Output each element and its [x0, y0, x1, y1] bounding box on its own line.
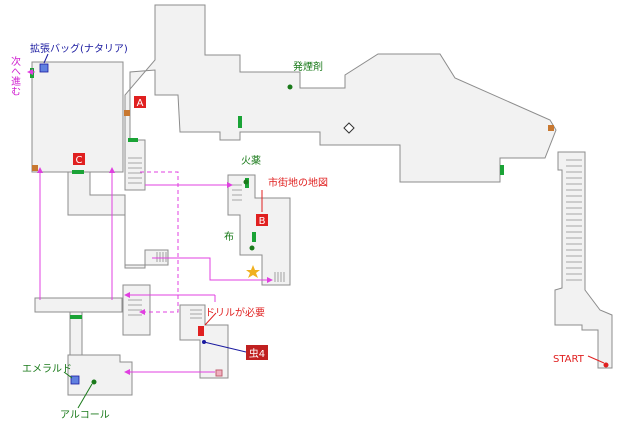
- room-north-east: [124, 4, 557, 191]
- marker-c: C: [73, 153, 85, 166]
- room-central-east: [227, 174, 291, 286]
- stairs: [128, 157, 582, 319]
- room-southwest: [67, 354, 133, 396]
- label-bag: 拡張バッグ(ナタリア): [30, 42, 128, 55]
- orange-doors: [32, 110, 554, 171]
- mushi-box: [246, 345, 268, 360]
- pink-door: [215, 369, 223, 377]
- diamond-icon: [343, 122, 355, 134]
- bag-leader: [43, 53, 49, 64]
- start-dot: [603, 362, 609, 368]
- drill-leader: [204, 312, 217, 326]
- marker-a: A: [134, 96, 146, 109]
- alcohol-leader: [77, 383, 93, 409]
- label-start: START: [553, 354, 585, 365]
- marker-a-text: A: [137, 98, 144, 109]
- label-drill: ドリルが必要: [205, 306, 265, 319]
- cube-icons: [39, 63, 80, 385]
- start-leader: [587, 355, 605, 364]
- sun-icon: [246, 265, 260, 278]
- room-west-corridor: [67, 171, 169, 269]
- label-kayaku: 火薬: [241, 155, 261, 167]
- label-nuno: 布: [224, 231, 234, 243]
- route-arrows: [27, 69, 273, 375]
- label-next: 次へ進む: [9, 55, 21, 96]
- mushi-leader: [203, 341, 247, 353]
- label-emerald: エメラルド: [22, 363, 72, 375]
- emerald-leader: [63, 371, 73, 379]
- room-northwest: [31, 61, 124, 173]
- label-citymap: 市街地の地図: [268, 176, 328, 189]
- label-alcohol: アルコール: [60, 410, 110, 421]
- room-east-tower: [554, 151, 613, 369]
- red-door: [198, 326, 204, 336]
- marker-b-text: B: [259, 216, 266, 227]
- label-mushi: 虫4: [249, 348, 265, 360]
- label-hatsuenzai: 発煙剤: [293, 60, 323, 73]
- marker-c-text: C: [76, 155, 83, 166]
- marker-b: B: [256, 214, 268, 227]
- room-southwest-hall: [34, 297, 123, 313]
- item-dots: [91, 84, 293, 385]
